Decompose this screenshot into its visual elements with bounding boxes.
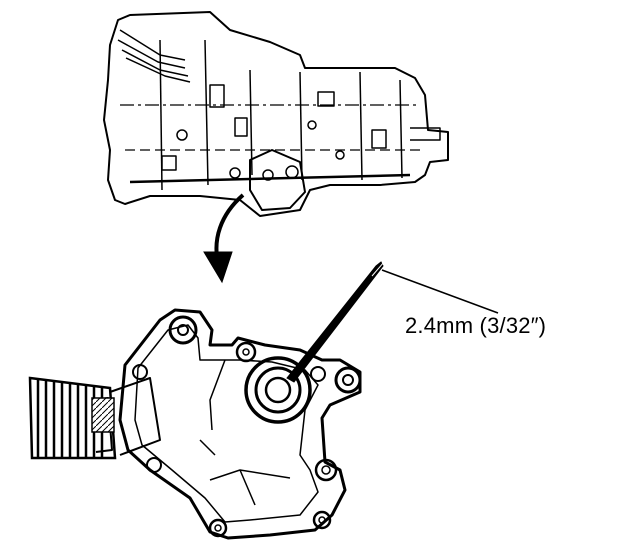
dimension-callout: 2.4mm (3/32″) — [405, 313, 547, 338]
callout-leader — [381, 269, 499, 314]
gauge-pin — [286, 261, 385, 383]
neutral-safety-switch — [93, 308, 362, 540]
transmission-assembly — [103, 11, 449, 217]
detail-arrow — [203, 193, 245, 284]
wiring-harness-boot — [28, 376, 117, 460]
